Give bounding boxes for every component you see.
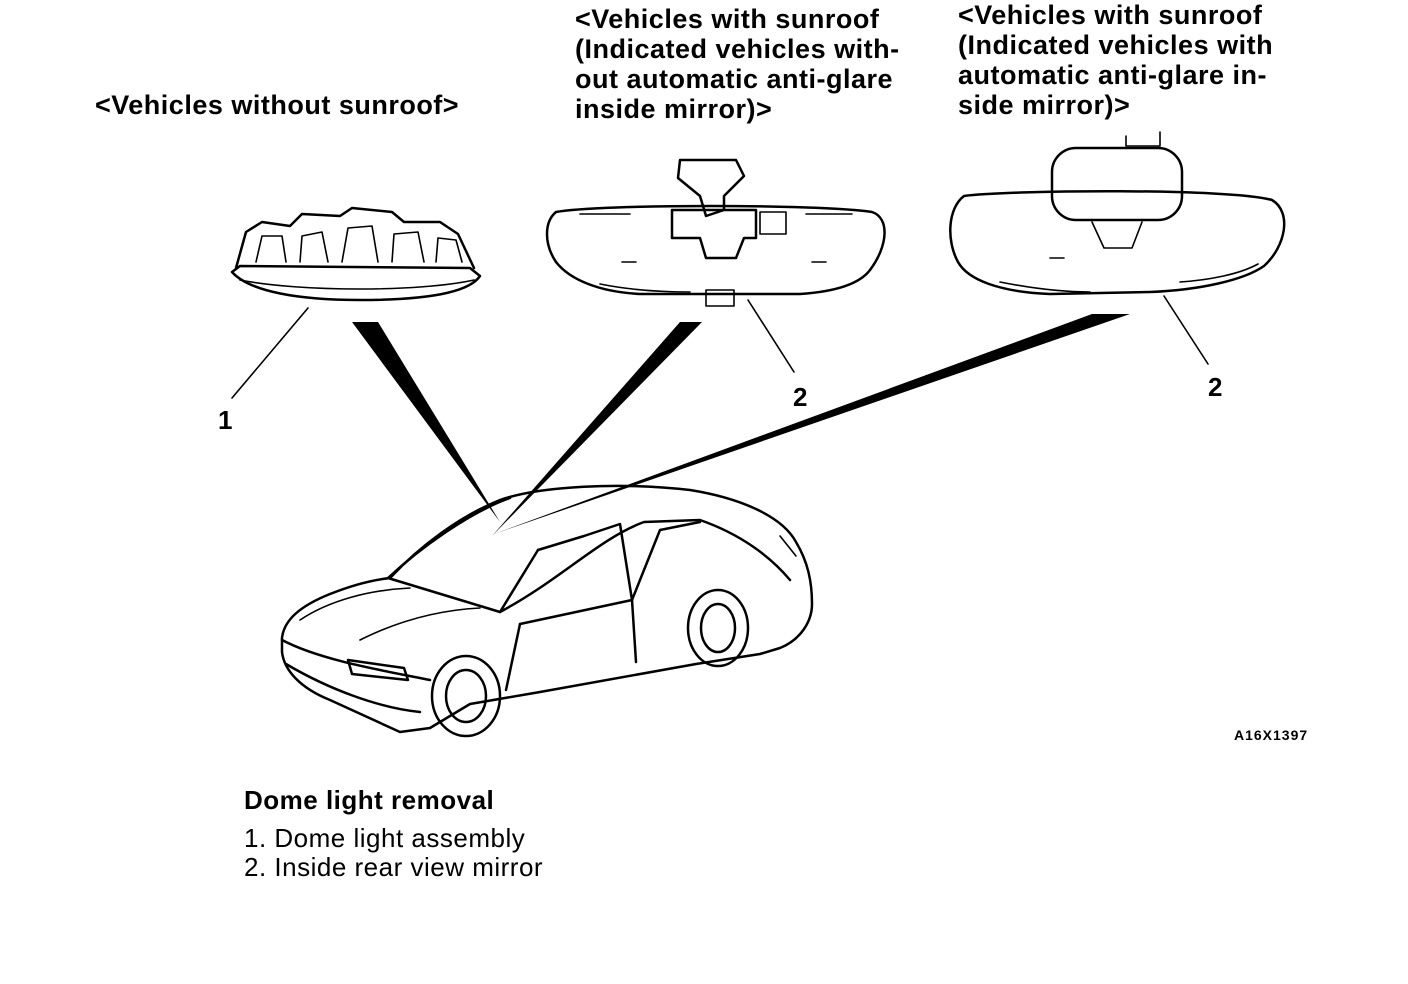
figure-code: A16X1397: [1234, 727, 1309, 743]
leader-lines: [231, 295, 1209, 399]
antiglare-mirror-illustration: [949, 131, 1286, 296]
car-illustration: [280, 484, 814, 738]
caption-without-sunroof: <Vehicles without sunroof>: [95, 90, 460, 120]
legend-item-2: 2. Inside rear view mirror: [244, 852, 544, 882]
leader-2-antiglare: [1163, 295, 1209, 365]
callout-1: 1: [218, 405, 233, 435]
legend-item-1: 1. Dome light assembly: [244, 823, 526, 853]
wedge-antiglare-mirror: [494, 314, 1130, 534]
wedge-dome-light: [352, 322, 500, 522]
pointer-wedges: [352, 314, 1130, 536]
dome-light-illustration: [230, 206, 482, 302]
caption-with-sunroof-antiglare: <Vehicles with sunroof (Indicated vehicl…: [958, 0, 1274, 120]
standard-mirror-illustration: [545, 158, 886, 307]
wedge-standard-mirror: [492, 322, 702, 536]
legend-title: Dome light removal: [244, 785, 495, 815]
leader-2-standard: [747, 299, 795, 373]
callout-2-standard: 2: [793, 382, 808, 412]
caption-with-sunroof-standard: <Vehicles with sunroof (Indicated vehicl…: [575, 4, 900, 124]
callout-2-antiglare: 2: [1208, 372, 1223, 402]
leader-1: [231, 307, 309, 399]
